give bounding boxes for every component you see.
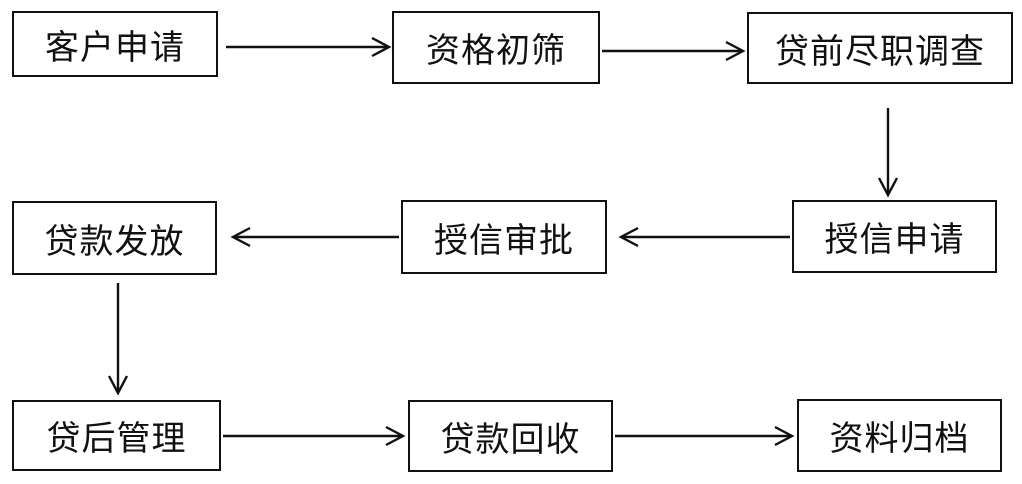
node-label: 授信申请 bbox=[824, 220, 965, 260]
node-credit-application: 授信申请 bbox=[792, 200, 997, 273]
arrow-approval-to-disbursement bbox=[230, 226, 399, 248]
arrow-disbursement-to-post-loan bbox=[107, 283, 129, 396]
node-label: 贷款发放 bbox=[44, 221, 185, 262]
node-label: 客户申请 bbox=[45, 27, 185, 68]
arrow-customer-to-screening bbox=[226, 36, 392, 58]
node-label: 贷后管理 bbox=[46, 419, 187, 459]
node-customer-application: 客户申请 bbox=[12, 11, 218, 77]
node-label: 授信审批 bbox=[434, 220, 574, 261]
node-loan-disbursement: 贷款发放 bbox=[12, 201, 217, 275]
arrow-post-loan-to-recovery bbox=[223, 425, 406, 447]
arrow-due-diligence-to-credit-application bbox=[877, 108, 899, 198]
node-loan-recovery: 贷款回收 bbox=[408, 400, 613, 472]
arrow-screening-to-due-diligence bbox=[602, 40, 746, 62]
node-credit-approval: 授信审批 bbox=[401, 200, 607, 274]
node-due-diligence: 贷前尽职调查 bbox=[747, 12, 1013, 84]
node-qualification-screening: 资格初筛 bbox=[392, 11, 600, 84]
node-label: 资料归档 bbox=[829, 419, 970, 459]
node-label: 贷前尽职调查 bbox=[775, 31, 985, 72]
node-post-loan-management: 贷后管理 bbox=[12, 400, 221, 471]
node-label: 资格初筛 bbox=[426, 31, 566, 71]
arrow-recovery-to-archiving bbox=[615, 425, 795, 447]
node-label: 贷款回收 bbox=[440, 419, 581, 460]
node-document-archiving: 资料归档 bbox=[797, 399, 1002, 472]
arrow-credit-application-to-approval bbox=[618, 226, 790, 248]
